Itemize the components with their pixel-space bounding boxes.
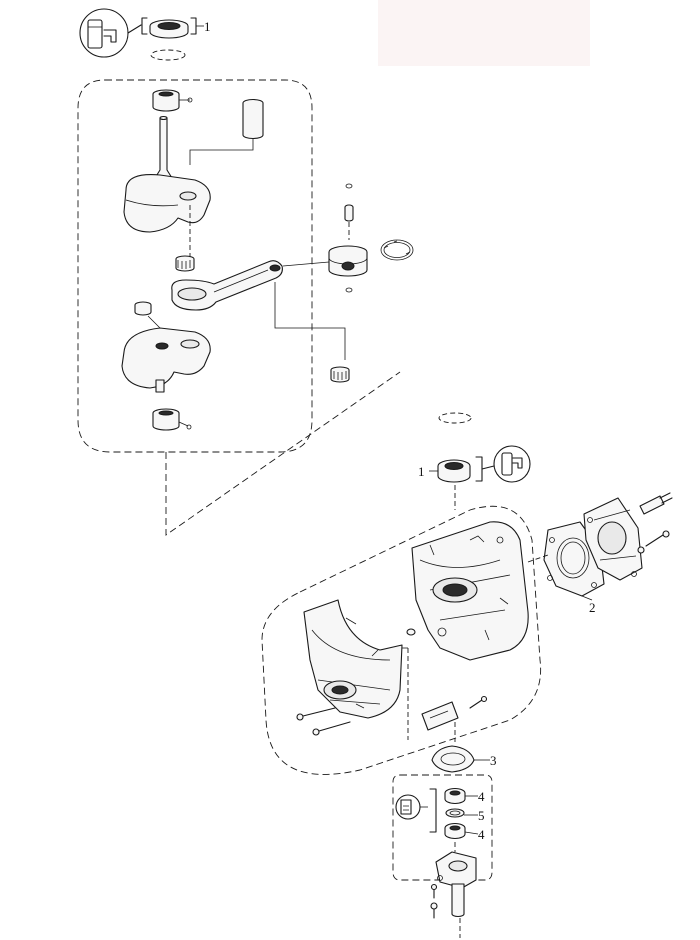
callout-5: 5 — [478, 808, 485, 823]
piston-ring — [380, 239, 414, 261]
assembly-path-line — [165, 371, 401, 536]
oil-seal-4-upper — [444, 787, 478, 805]
needle-bearing-rod — [175, 255, 195, 272]
connecting-rod — [171, 260, 283, 311]
spark-plug — [639, 492, 673, 515]
grease-icon — [493, 445, 531, 483]
reed-valve — [421, 695, 488, 742]
crankcase-right — [411, 521, 529, 661]
piston-pin-parts — [344, 183, 354, 293]
dowel-pin — [406, 628, 416, 636]
grease-icon — [79, 8, 142, 58]
cylinder-head-cover — [583, 497, 643, 581]
callout-1-lower: 1 — [418, 464, 425, 479]
crankcase-group-frame — [261, 505, 542, 775]
o-ring-5 — [445, 808, 478, 818]
seal-group-frame — [392, 774, 493, 881]
group-bracket — [429, 788, 437, 833]
bearing-leader — [274, 282, 346, 360]
dashed-ring-lower — [438, 412, 472, 424]
cover-bolt — [637, 530, 670, 554]
dashed-ring — [150, 49, 186, 61]
callout-4-lower: 4 — [478, 827, 485, 842]
oil-seal-lower — [429, 456, 495, 483]
seal-housing — [435, 851, 477, 918]
housing-bolts — [430, 883, 438, 919]
upper-bearing — [152, 89, 193, 112]
gasket-3 — [431, 745, 490, 773]
oil-seal-4-lower — [444, 822, 479, 840]
crankcase-bolts — [296, 707, 351, 736]
crankshaft-group-frame — [77, 79, 313, 453]
callout-1-top: 1 — [204, 19, 211, 34]
piston — [282, 245, 368, 277]
callout-4-upper: 4 — [478, 789, 485, 804]
crankcase-left — [303, 599, 409, 740]
crankshaft-upper-half — [123, 115, 211, 260]
background-patch — [378, 0, 590, 66]
lower-bearing — [152, 408, 192, 431]
callout-3: 3 — [490, 753, 497, 768]
crankshaft-lower-half — [121, 327, 211, 393]
needle-bearing-lower — [330, 366, 350, 383]
oil-icon — [395, 794, 428, 820]
crank-pin — [189, 98, 264, 165]
callout-2: 2 — [589, 600, 596, 615]
oil-seal-top — [141, 17, 204, 39]
